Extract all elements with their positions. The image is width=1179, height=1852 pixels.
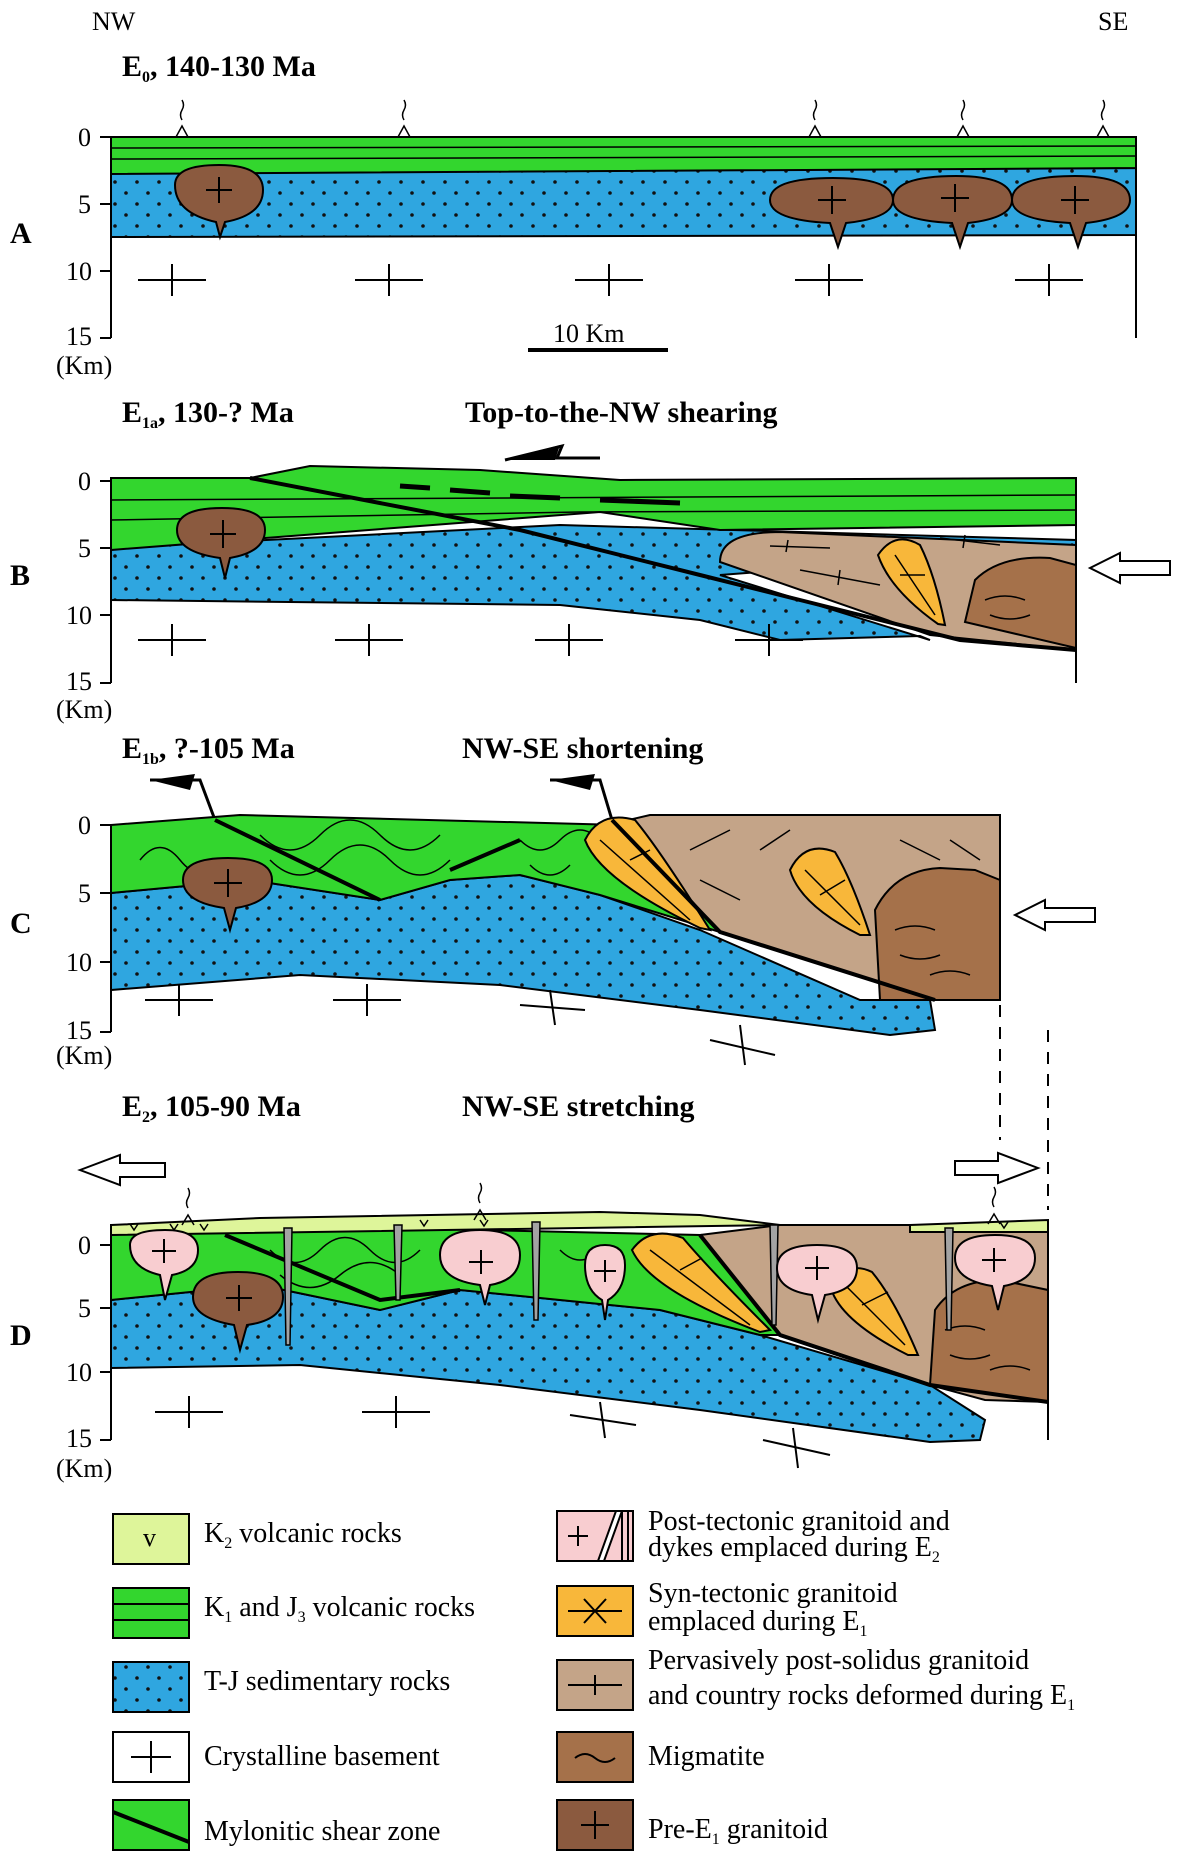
panel-a: E0, 140-130 Ma A 0 5 10 15 (Km)	[10, 50, 1137, 380]
compression-arrow-icon	[1087, 551, 1171, 585]
depth-tick-0: 0	[78, 1231, 91, 1260]
depth-unit: (Km)	[56, 1454, 112, 1483]
volcanic-layer	[110, 136, 1137, 176]
panel-c-letter: C	[10, 907, 32, 940]
depth-tick-0: 0	[78, 123, 91, 152]
extension-arrow-left-icon	[77, 1153, 166, 1187]
legend-item-migmatite: Migmatite	[556, 1731, 765, 1783]
panel-d-title: E2, 105-90 Ma	[122, 1090, 301, 1126]
migmatite-body	[963, 556, 1077, 650]
syn-tectonic-granitoid	[788, 847, 872, 936]
mylonitic-shear-zone	[214, 818, 381, 902]
panel-d-process: NW-SE stretching	[462, 1090, 695, 1123]
basement-crosses	[138, 264, 1083, 296]
depth-unit: (Km)	[56, 695, 112, 724]
depth-tick-15: 15	[66, 667, 92, 696]
basement-crosses	[155, 1396, 831, 1469]
panel-b: E1a, 130-? Ma Top-to-the-NW shearing B 0…	[10, 396, 1171, 724]
legend-item-tj-sedimentary: T-J sedimentary rocks	[112, 1661, 450, 1713]
panel-d: E2, 105-90 Ma NW-SE stretching D 0 5 10 …	[10, 1090, 1049, 1483]
extension-arrow-right-icon	[954, 1151, 1041, 1185]
mylonitic-shear-zone	[449, 838, 521, 872]
panel-b-letter: B	[10, 559, 30, 592]
orientation-nw: NW	[92, 7, 136, 36]
mylonitic-shear-zone	[610, 818, 936, 1002]
panel-b-process: Top-to-the-NW shearing	[465, 396, 778, 429]
panel-c-process: NW-SE shortening	[462, 732, 703, 765]
syn-tectonic-granitoid	[583, 816, 713, 932]
svg-text:Mylonitic shear zone: Mylonitic shear zone	[204, 1816, 440, 1847]
svg-text:Crystalline basement: Crystalline basement	[204, 1741, 440, 1772]
legend-item-k1-j3-volcanic: K1 and J3 volcanic rocks	[112, 1587, 475, 1639]
panel-a-letter: A	[10, 217, 32, 250]
post-tectonic-dykes	[283, 1221, 954, 1346]
post-tectonic-granitoid-plutons	[128, 1228, 1037, 1324]
scale-bar-label: 10 Km	[553, 319, 625, 348]
depth-tick-5: 5	[78, 534, 91, 563]
legend-item-crystalline-basement: Crystalline basement	[112, 1731, 440, 1783]
depth-tick-10: 10	[66, 257, 92, 286]
pre-e1-granitoid-plutons	[173, 163, 1132, 251]
legend-item-pervasively-deformed: Pervasively post-solidus granitoid and c…	[556, 1645, 1075, 1714]
legend-item-pre-e1-granitoid: Pre-E1 granitoid	[556, 1799, 828, 1851]
compression-arrow-icon	[1012, 898, 1096, 932]
mylonitic-shear-zone	[224, 1233, 461, 1303]
depth-tick-15: 15	[66, 322, 92, 351]
depth-tick-5: 5	[78, 1294, 91, 1323]
depth-unit: (Km)	[56, 351, 112, 380]
panel-c: E1b, ?-105 Ma NW-SE shortening C 0 5 10 …	[10, 732, 1096, 1210]
mylonitic-shear-zone	[698, 1233, 1049, 1404]
pre-e1-granitoid-pluton	[175, 506, 267, 579]
basement-crosses	[138, 624, 803, 656]
svg-text:Syn-tectonic granitoid: Syn-tectonic granitoid	[648, 1578, 898, 1609]
migmatite-body	[928, 1278, 1049, 1404]
svg-text:Pervasively post-solidus grani: Pervasively post-solidus granitoid	[648, 1645, 1029, 1676]
depth-tick-15: 15	[66, 1424, 92, 1453]
legend-item-k2-volcanic: v K2 volcanic rocks	[112, 1513, 402, 1565]
legend-item-mylonitic-shear-zone: Mylonitic shear zone	[112, 1799, 440, 1851]
depth-tick-15: 15	[66, 1016, 92, 1045]
depth-tick-10: 10	[66, 601, 92, 630]
svg-text:emplaced during E1: emplaced during E1	[648, 1606, 867, 1640]
basement-crosses	[145, 984, 776, 1066]
orientation-se: SE	[1098, 7, 1128, 36]
panel-c-depth-axis: 0 5 10 15 (Km)	[56, 811, 112, 1070]
depth-tick-5: 5	[78, 879, 91, 908]
svg-text:T-J sedimentary rocks: T-J sedimentary rocks	[204, 1666, 450, 1697]
svg-text:Post-tectonic granitoid and: Post-tectonic granitoid and	[648, 1506, 950, 1537]
depth-tick-0: 0	[78, 811, 91, 840]
legend-item-syn-tectonic: Syn-tectonic granitoid emplaced during E…	[556, 1578, 898, 1640]
legend-item-post-tectonic: Post-tectonic granitoid and dykes emplac…	[556, 1506, 950, 1566]
svg-text:K1 and J3 volcanic rocks: K1 and J3 volcanic rocks	[204, 1592, 475, 1626]
panel-b-depth-axis: 0 5 10 15 (Km)	[56, 467, 112, 724]
scale-bar: 10 Km	[528, 319, 668, 352]
k2-volcanic-cover	[110, 1210, 781, 1237]
panel-c-title: E1b, ?-105 Ma	[122, 732, 295, 768]
panel-a-title: E0, 140-130 Ma	[122, 50, 316, 86]
panel-b-title: E1a, 130-? Ma	[122, 396, 294, 432]
panel-d-letter: D	[10, 1319, 32, 1352]
svg-text:Migmatite: Migmatite	[648, 1741, 765, 1772]
volcano-icons	[175, 99, 1110, 138]
svg-text:Pre-E1 granitoid: Pre-E1 granitoid	[648, 1814, 828, 1848]
svg-text:v: v	[143, 1523, 156, 1552]
depth-tick-10: 10	[66, 1358, 92, 1387]
depth-tick-5: 5	[78, 190, 91, 219]
panel-a-depth-axis: 0 5 10 15 (Km)	[56, 123, 112, 380]
depth-tick-0: 0	[78, 467, 91, 496]
svg-text:K2 volcanic rocks: K2 volcanic rocks	[204, 1518, 402, 1552]
svg-text:and country rocks deformed dur: and country rocks deformed during E1	[648, 1680, 1075, 1714]
svg-text:dykes emplaced during E2: dykes emplaced during E2	[648, 1532, 940, 1566]
mylonitic-shear-zone	[249, 476, 1077, 652]
migmatite-body	[873, 866, 1001, 1001]
legend: v K2 volcanic rocks K1 and J3 volcanic r…	[112, 1506, 1075, 1851]
depth-tick-10: 10	[66, 948, 92, 977]
depth-unit: (Km)	[56, 1041, 112, 1070]
panel-d-depth-axis: 0 5 10 15 (Km)	[56, 1231, 112, 1483]
syn-tectonic-granitoid	[630, 1232, 773, 1334]
